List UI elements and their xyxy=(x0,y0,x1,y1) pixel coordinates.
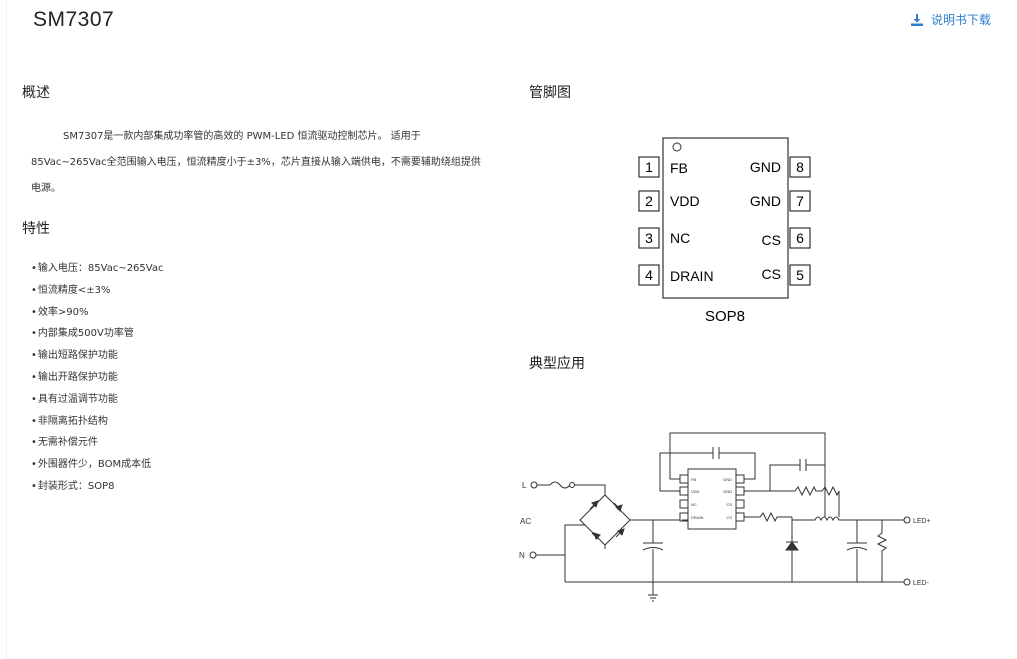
feature-item: 输出短路保护功能 xyxy=(31,345,163,367)
svg-text:2: 2 xyxy=(645,193,653,209)
page-title: SM7307 xyxy=(33,8,115,31)
pin-8: 8 GND xyxy=(750,156,811,178)
svg-text:GND: GND xyxy=(750,159,781,175)
overview-text: SM7307是一款内部集成功率管的高效的 PWM-LED 恒流驱动控制芯片。 适… xyxy=(31,131,481,194)
pin-3: 3 NC xyxy=(638,227,690,249)
overview-paragraph: SM7307是一款内部集成功率管的高效的 PWM-LED 恒流驱动控制芯片。 适… xyxy=(31,124,486,202)
svg-text:DRAIN: DRAIN xyxy=(691,515,704,520)
pin1-marker xyxy=(672,142,682,152)
pin-1: 1 FB xyxy=(638,156,688,178)
svg-text:GND: GND xyxy=(723,489,732,494)
feature-item: 外围器件少，BOM成本低 xyxy=(31,454,163,476)
feature-item: 恒流精度<±3% xyxy=(31,280,163,302)
download-manual-link[interactable]: 说明书下载 xyxy=(910,11,991,28)
svg-text:3: 3 xyxy=(645,230,653,246)
feature-item: 输入电压：85Vac~265Vac xyxy=(31,258,164,280)
feature-item: 无需补偿元件 xyxy=(31,432,163,454)
fuse-symbol xyxy=(549,481,571,489)
pinout-heading: 管脚图 xyxy=(529,85,571,101)
svg-text:7: 7 xyxy=(796,193,804,209)
feature-item: 内部集成500V功率管 xyxy=(31,323,163,345)
svg-text:4: 4 xyxy=(645,267,653,283)
pin-5: 5 CS xyxy=(762,264,811,286)
svg-text:VDD: VDD xyxy=(670,193,700,209)
svg-text:FB: FB xyxy=(670,160,688,176)
feature-item: 非隔离拓扑结构 xyxy=(31,411,163,433)
label-led-neg: LED- xyxy=(913,580,930,587)
label-l: L xyxy=(522,481,527,490)
feature-item: 封装形式：SOP8 xyxy=(31,476,163,498)
download-label: 说明书下载 xyxy=(930,13,991,27)
svg-text:5: 5 xyxy=(796,267,804,283)
svg-text:GND: GND xyxy=(750,193,781,209)
feature-item: 具有过温调节功能 xyxy=(31,389,163,411)
svg-text:NC: NC xyxy=(691,502,697,507)
download-icon xyxy=(910,13,923,26)
label-ac: AC xyxy=(520,517,531,526)
features-list: 输入电压：85Vac~265Vac 恒流精度<±3% 效率>90% 内部集成50… xyxy=(31,258,164,498)
pin-4: 4 DRAIN xyxy=(638,264,714,286)
package-label: SOP8 xyxy=(705,308,745,325)
feature-item: 输出开路保护功能 xyxy=(31,367,163,389)
label-led-pos: LED+ xyxy=(913,518,931,525)
svg-text:VDD: VDD xyxy=(691,489,700,494)
pin-2: 2 VDD xyxy=(638,190,700,212)
feature-item: 效率>90% xyxy=(31,302,163,324)
svg-text:8: 8 xyxy=(796,159,804,175)
svg-text:6: 6 xyxy=(796,230,804,246)
svg-text:GND: GND xyxy=(723,477,732,482)
svg-text:CS: CS xyxy=(762,266,781,282)
pinout-diagram: 1 FB 2 VDD 3 NC 4 DRAIN 8 GND 7 GND 6 CS… xyxy=(638,137,811,325)
features-heading: 特性 xyxy=(22,221,50,237)
svg-text:CS: CS xyxy=(762,232,781,248)
bridge-rectifier xyxy=(579,494,631,546)
pin-6: 6 CS xyxy=(762,227,811,249)
application-circuit: L AC N FB VDD NC DRAIN GND GND CS CS xyxy=(519,432,931,602)
product-page: SM7307 说明书下载 概述 SM7307是一款内部集成功率管的高效的 PWM… xyxy=(6,0,1017,659)
svg-text:DRAIN: DRAIN xyxy=(670,268,714,284)
label-n: N xyxy=(519,551,525,560)
svg-text:CS: CS xyxy=(726,515,732,520)
overview-heading: 概述 xyxy=(22,85,50,101)
svg-text:1: 1 xyxy=(645,159,653,175)
svg-text:FB: FB xyxy=(691,477,696,482)
application-heading: 典型应用 xyxy=(529,356,585,372)
chip-symbol xyxy=(687,468,737,530)
svg-text:CS: CS xyxy=(726,502,732,507)
freewheel-diode xyxy=(785,541,799,551)
svg-text:NC: NC xyxy=(670,230,690,246)
pin-7: 7 GND xyxy=(750,190,811,212)
